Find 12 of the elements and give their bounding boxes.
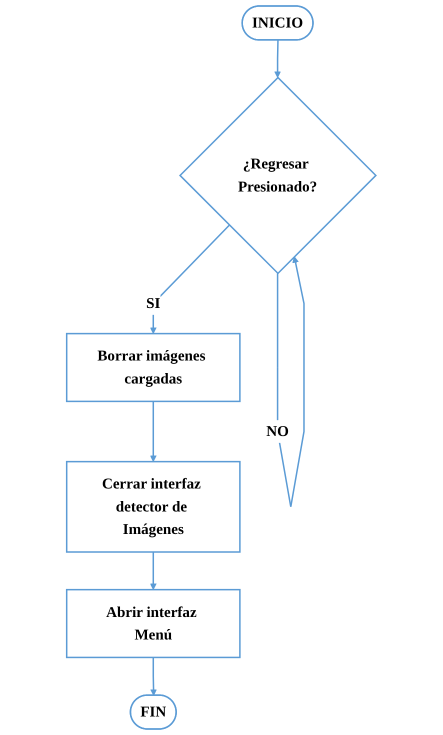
arrow (150, 224, 230, 334)
node-diamond: ¿Regresar Presionado? (179, 76, 378, 274)
node-box: Cerrar interfaz detector de Imágenes (66, 460, 241, 553)
node-box: Abrir interfaz Menú (66, 588, 241, 658)
edge-label: SI (146, 295, 161, 312)
arrow (277, 256, 305, 507)
arrow (150, 401, 157, 462)
node-box: Borrar imágenes cargadas (66, 332, 241, 402)
arrow (274, 40, 282, 78)
arrow (150, 657, 158, 696)
edge-label: NO (266, 423, 290, 440)
arrow (150, 552, 157, 590)
